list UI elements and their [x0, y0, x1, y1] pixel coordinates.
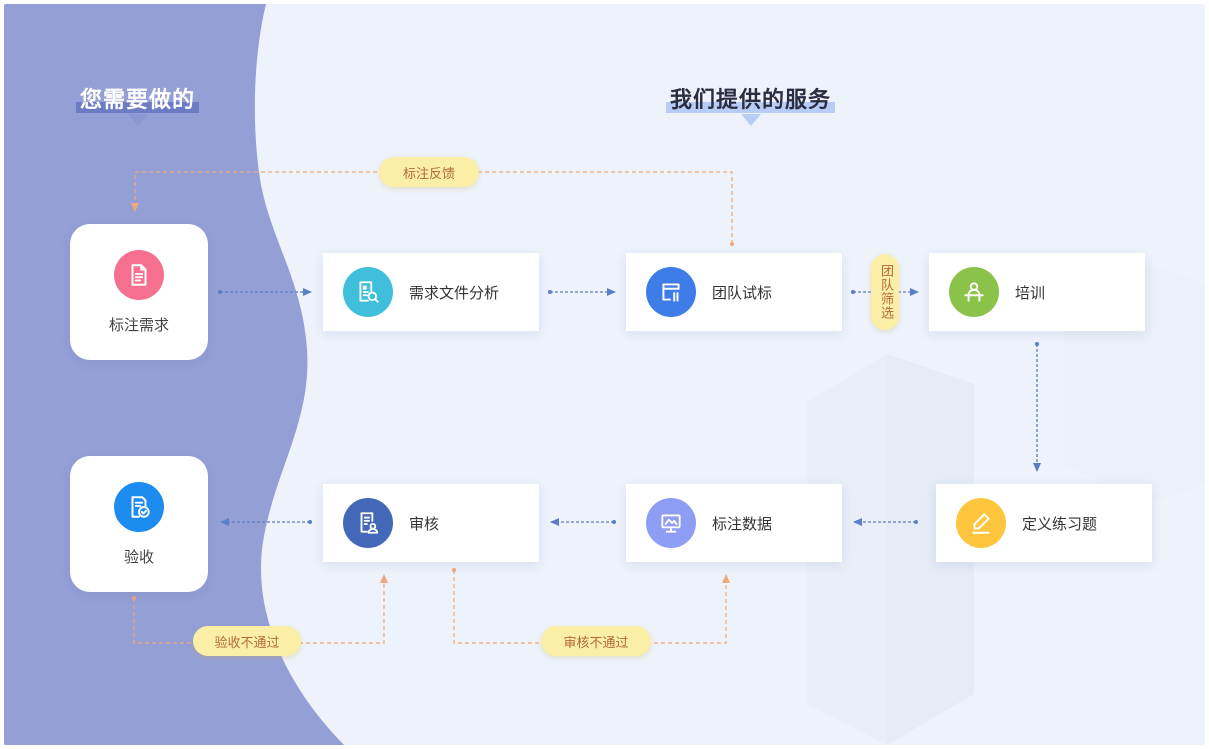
card-label: 审核 — [409, 514, 440, 533]
service-section-title: 我们提供的服务 — [666, 82, 836, 126]
card-label: 团队试标 — [712, 283, 773, 302]
card-requirement-analysis: 需求文件分析 — [323, 253, 539, 331]
approved-document-icon — [114, 481, 164, 532]
card-define-exercises: 定义练习题 — [936, 484, 1152, 562]
card-annotation-request: 标注需求 — [70, 224, 208, 360]
card-label: 需求文件分析 — [409, 283, 500, 302]
document-search-icon — [343, 267, 393, 317]
document-icon — [114, 249, 164, 300]
acceptance-fail-pill: 验收不通过 — [193, 626, 301, 656]
card-label: 验收 — [123, 547, 154, 566]
card-training: 培训 — [929, 253, 1145, 331]
review-icon — [343, 498, 393, 548]
review-fail-pill: 审核不通过 — [541, 626, 651, 656]
client-section-title: 您需要做的 — [76, 82, 200, 126]
card-label: 定义练习题 — [1022, 514, 1098, 533]
feedback-pill: 标注反馈 — [379, 157, 479, 187]
card-label: 培训 — [1015, 283, 1046, 302]
card-label: 标注需求 — [108, 315, 169, 334]
card-team-trial: 团队试标 — [626, 253, 842, 331]
teacher-icon — [949, 267, 999, 317]
pencil-icon — [956, 498, 1006, 548]
card-label: 标注数据 — [712, 514, 773, 533]
window-icon — [646, 267, 696, 317]
monitor-icon — [646, 498, 696, 548]
card-annotate-data: 标注数据 — [626, 484, 842, 562]
feedback-loop — [131, 171, 733, 244]
diagram-canvas: 您需要做的 我们提供的服务 标注需求 验收 — [4, 4, 1205, 745]
card-acceptance: 验收 — [70, 456, 208, 592]
review-fail-loop — [453, 570, 730, 644]
team-filter-pill: 团队筛选 — [871, 254, 899, 330]
card-review: 审核 — [323, 484, 539, 562]
